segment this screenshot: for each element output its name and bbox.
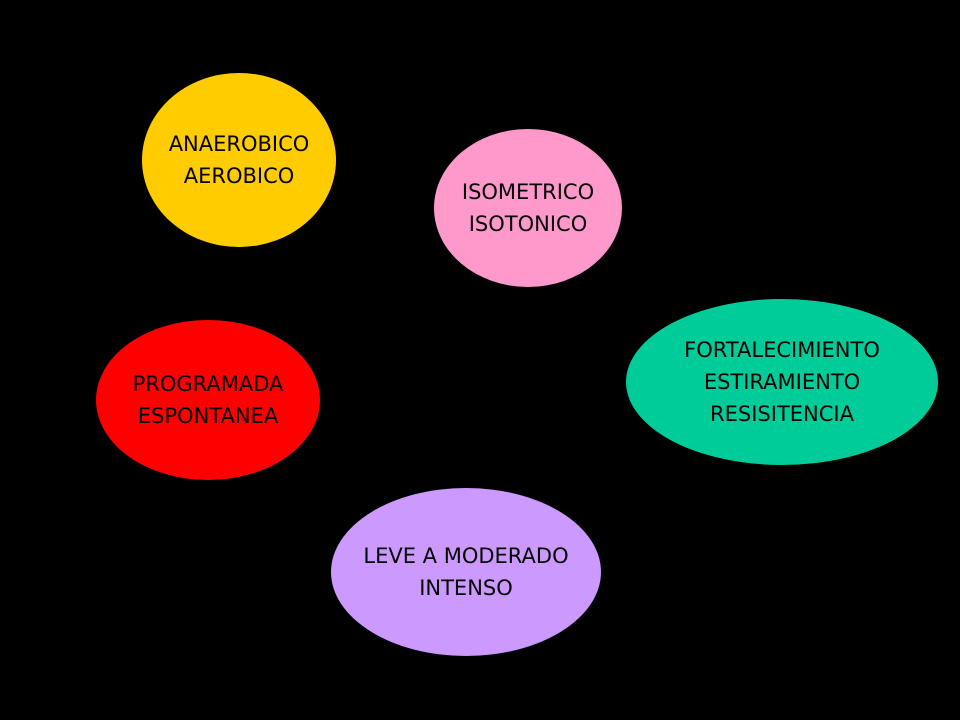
bubble-programada-line-1: PROGRAMADA: [132, 372, 284, 396]
bubble-programada-line-2: ESPONTANEA: [137, 404, 279, 428]
bubble-anaerobico-line-1: ANAEROBICO: [168, 132, 310, 156]
bubble-anaerobico-text: ANAEROBICO AEROBICO: [169, 128, 310, 192]
bubble-fortalecimiento-line-2: ESTIRAMIENTO: [703, 370, 861, 394]
bubble-leve-text: LEVE A MODERADO INTENSO: [363, 540, 568, 604]
bubble-fortalecimiento-line-1: FORTALECIMIENTO: [684, 338, 880, 362]
bubble-fortalecimiento-text: FORTALECIMIENTO ESTIRAMIENTO RESISITENCI…: [684, 334, 880, 430]
bubble-fortalecimiento-line-3: RESISITENCIA: [710, 402, 854, 426]
bubble-anaerobico: ANAEROBICO AEROBICO: [142, 73, 336, 247]
bubble-leve-line-2: INTENSO: [419, 576, 513, 600]
bubble-programada-text: PROGRAMADA ESPONTANEA: [133, 368, 284, 432]
bubble-fortalecimiento: FORTALECIMIENTO ESTIRAMIENTO RESISITENCI…: [626, 299, 938, 465]
bubble-isometrico-text: ISOMETRICO ISOTONICO: [462, 176, 594, 240]
bubble-isometrico: ISOMETRICO ISOTONICO: [434, 129, 622, 287]
bubble-programada: PROGRAMADA ESPONTANEA: [96, 320, 320, 480]
bubble-isometrico-line-2: ISOTONICO: [468, 212, 588, 236]
bubble-leve: LEVE A MODERADO INTENSO: [331, 488, 601, 656]
bubble-anaerobico-line-2: AEROBICO: [183, 164, 295, 188]
bubble-isometrico-line-1: ISOMETRICO: [461, 180, 595, 204]
bubble-leve-line-1: LEVE A MODERADO: [363, 544, 569, 568]
